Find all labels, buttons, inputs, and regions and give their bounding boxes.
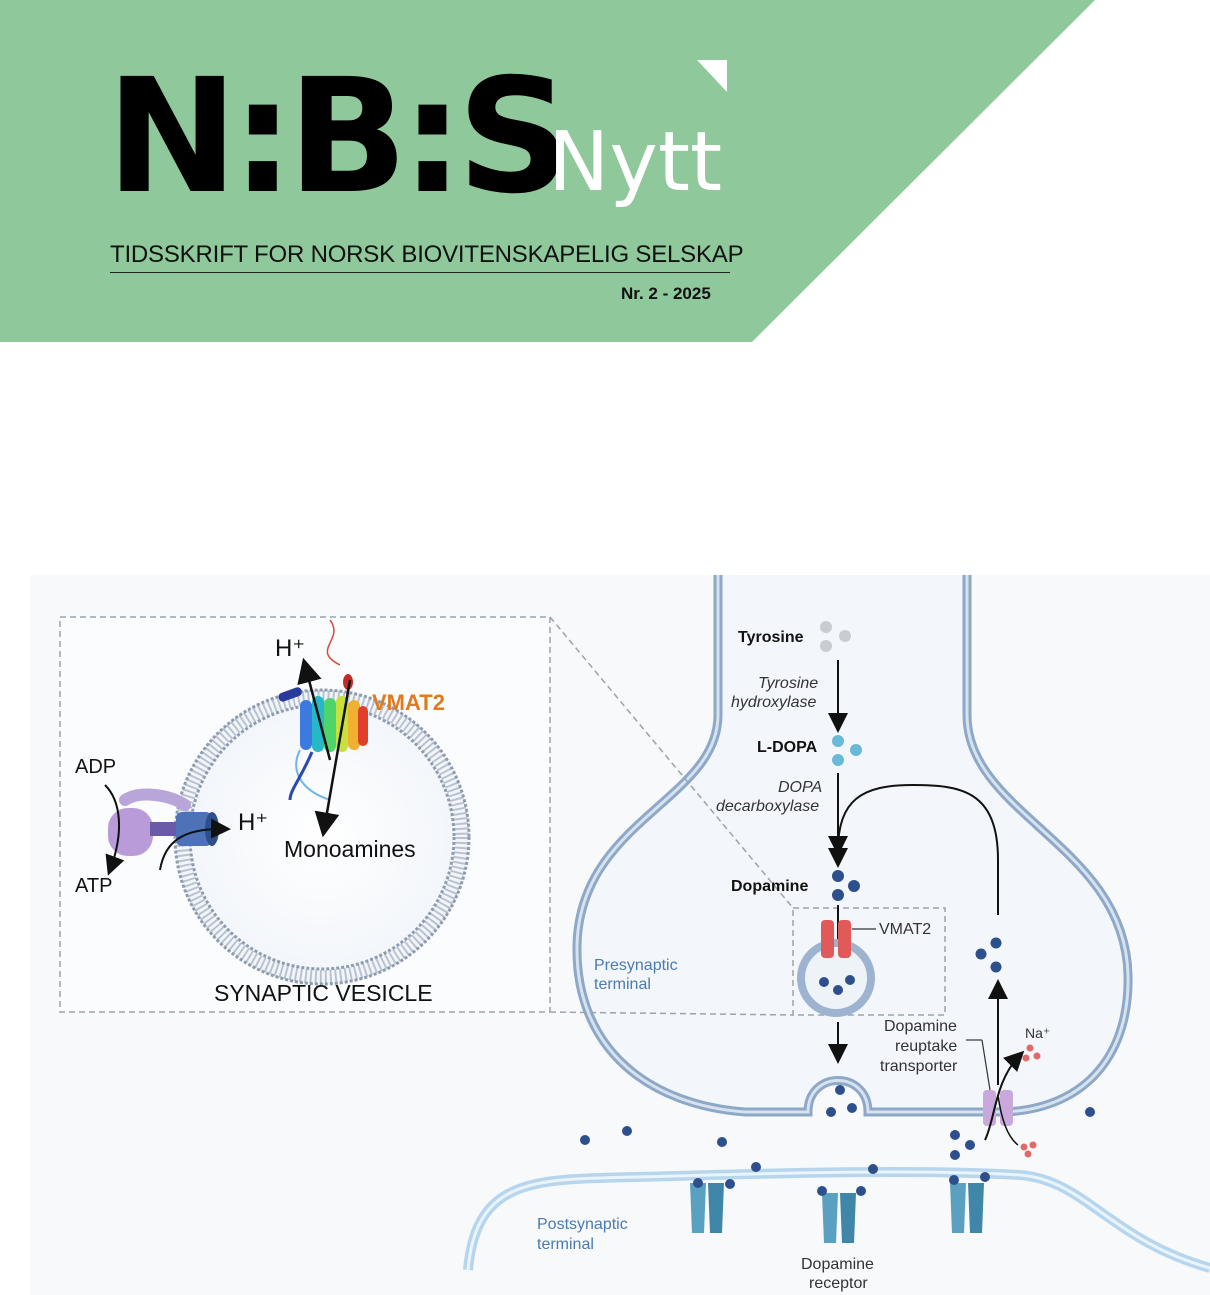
dopamine-receptor-2: [817, 1186, 866, 1243]
monoamines-label: Monoamines: [284, 836, 416, 862]
vmat2-inset-label: VMAT2: [372, 690, 445, 715]
dat-label-line2: reuptake: [895, 1038, 957, 1055]
synaptic-vesicle-title: SYNAPTIC VESICLE: [214, 980, 433, 1006]
proton-top-label: H⁺: [275, 635, 305, 662]
tyrosine-hydroxylase-line1: Tyrosine: [758, 675, 818, 692]
dopamine-receptor-1: [690, 1178, 735, 1233]
sodium-ions: [1020, 1044, 1041, 1158]
dat-label-line3: transporter: [880, 1058, 958, 1075]
vmat2-small-label: VMAT2: [879, 921, 931, 938]
postsynaptic-label-line2: terminal: [537, 1236, 594, 1253]
vesicle-zoom-box: [792, 907, 946, 1016]
postsynaptic-label-line1: Postsynaptic: [537, 1216, 628, 1233]
journal-logo: N:B:S: [106, 45, 571, 229]
tyrosine-label: Tyrosine: [738, 629, 804, 646]
dopa-decarboxylase-line1: DOPA: [778, 779, 822, 796]
presynaptic-terminal-fill: [576, 575, 1129, 1112]
cleft-dopamine: [580, 1085, 1095, 1174]
dopamine-receptor-3: [949, 1172, 990, 1233]
atp-label: ATP: [75, 875, 112, 897]
tyrosine-molecules: [820, 621, 851, 652]
dopamine-molecules: [832, 870, 860, 901]
dat-label-line1: Dopamine: [884, 1018, 957, 1035]
journal-subtitle: Nytt: [548, 115, 723, 210]
adp-label: ADP: [75, 756, 116, 778]
dopa-decarboxylase-line2: decarboxylase: [716, 798, 819, 815]
reuptake-dopamine: [975, 937, 1002, 973]
journal-tagline: TIDSSKRIFT FOR NORSK BIOVITENSKAPELIG SE…: [110, 241, 744, 273]
receptor-label-line1: Dopamine: [801, 1256, 874, 1273]
ldopa-molecules: [832, 735, 862, 766]
small-vesicle: [797, 920, 875, 1017]
dopamine-label: Dopamine: [731, 878, 808, 895]
presynaptic-label-line2: terminal: [594, 976, 651, 993]
issue-number: Nr. 2 - 2025: [621, 284, 711, 303]
masthead-banner: N:B:S Nytt TIDSSKRIFT FOR NORSK BIOVITEN…: [0, 0, 1210, 342]
presynaptic-label-line1: Presynaptic: [594, 957, 678, 974]
ldopa-label: L-DOPA: [757, 739, 818, 756]
sodium-label: Na⁺: [1025, 1025, 1050, 1041]
proton-pump-label: H⁺: [238, 809, 268, 836]
banner-shape: [0, 0, 1095, 342]
tyrosine-hydroxylase-line2: hydroxylase: [731, 694, 816, 711]
corner-mark-icon: [697, 60, 727, 92]
receptor-label-line2: receptor: [809, 1275, 868, 1292]
